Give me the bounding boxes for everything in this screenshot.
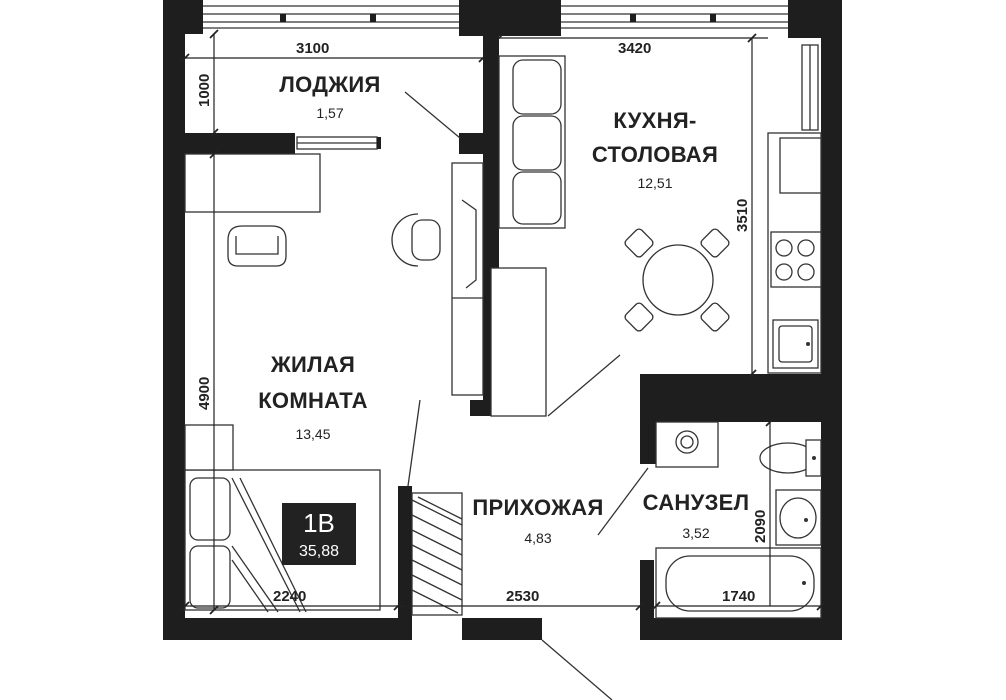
wall-bathroom-top (647, 374, 842, 422)
dim-top-right: 3420 (618, 40, 651, 57)
badge-total-area: 35,88 (299, 543, 339, 560)
kitchen-name-line2: СТОЛОВАЯ (592, 142, 718, 167)
wall-hall-jamb (398, 486, 412, 640)
washing-machine-icon (655, 421, 719, 468)
dim-bottom-left: 2240 (273, 588, 306, 605)
chair-icon (391, 213, 441, 267)
dimension-lines (180, 29, 826, 615)
wardrobe (451, 162, 484, 396)
window-loggia (203, 5, 459, 29)
wall-loggia-bottom (163, 133, 295, 154)
kitchen-name-line1: КУХНЯ- (613, 108, 696, 133)
dim-loggia-depth: 1000 (196, 74, 213, 107)
desk (184, 153, 321, 213)
bathroom-name: САНУЗЕЛ (643, 490, 750, 515)
room-labels: ЛОДЖИЯ 1,57 КУХНЯ- СТОЛОВАЯ 12,51 ЖИЛАЯ … (258, 72, 749, 546)
badge-code: 1В (303, 508, 335, 538)
living-area: 13,45 (295, 426, 330, 442)
dim-living-depth: 4900 (196, 377, 213, 410)
dim-top-left: 3100 (296, 40, 329, 57)
dim-kitchen-depth: 3510 (734, 199, 751, 232)
sink-icon (775, 489, 822, 546)
window-living-loggia (296, 136, 381, 150)
dim-bottom-mid: 2530 (506, 588, 539, 605)
hallway-closet (411, 492, 463, 616)
wall-left (163, 0, 185, 640)
kitchen-furniture (498, 55, 822, 374)
wall-loggia-bottom-right (459, 133, 483, 154)
wall-bottom-right (640, 618, 842, 640)
bathroom-area: 3,52 (682, 525, 709, 541)
dimension-labels: 3100 3420 1000 4900 3510 2090 2240 2530 … (196, 40, 769, 605)
dining-table-icon (624, 228, 730, 332)
kitchen-counter (767, 132, 822, 374)
apartment-badge: 1В 35,88 (282, 503, 356, 565)
living-name-line2: КОМНАТА (258, 388, 368, 413)
sofa-icon (498, 55, 566, 229)
badge-background (282, 503, 356, 565)
toilet-icon (759, 439, 822, 477)
loggia-area: 1,57 (316, 105, 343, 121)
windows (203, 5, 819, 150)
armchair-icon (227, 225, 287, 267)
window-right-side (801, 44, 819, 131)
loggia-name: ЛОДЖИЯ (279, 72, 380, 97)
wall-bottom-mid (462, 618, 542, 640)
window-kitchen (561, 5, 788, 29)
kitchen-area: 12,51 (637, 175, 672, 191)
bathtub-icon (655, 547, 822, 619)
living-name-line1: ЖИЛАЯ (270, 352, 355, 377)
wall-bathroom-left (640, 374, 656, 464)
wall-right (821, 0, 842, 640)
hallway-name: ПРИХОЖАЯ (472, 495, 603, 520)
bathroom-furniture (655, 421, 822, 619)
wall-bottom-left (163, 618, 403, 640)
dim-bottom-right: 1740 (722, 588, 755, 605)
door-lines (404, 91, 649, 700)
wall-top-center (459, 0, 561, 36)
hallway-area: 4,83 (524, 530, 551, 546)
wall-bathroom-left-lower (640, 560, 654, 640)
dim-bathroom-depth: 2090 (752, 510, 769, 543)
